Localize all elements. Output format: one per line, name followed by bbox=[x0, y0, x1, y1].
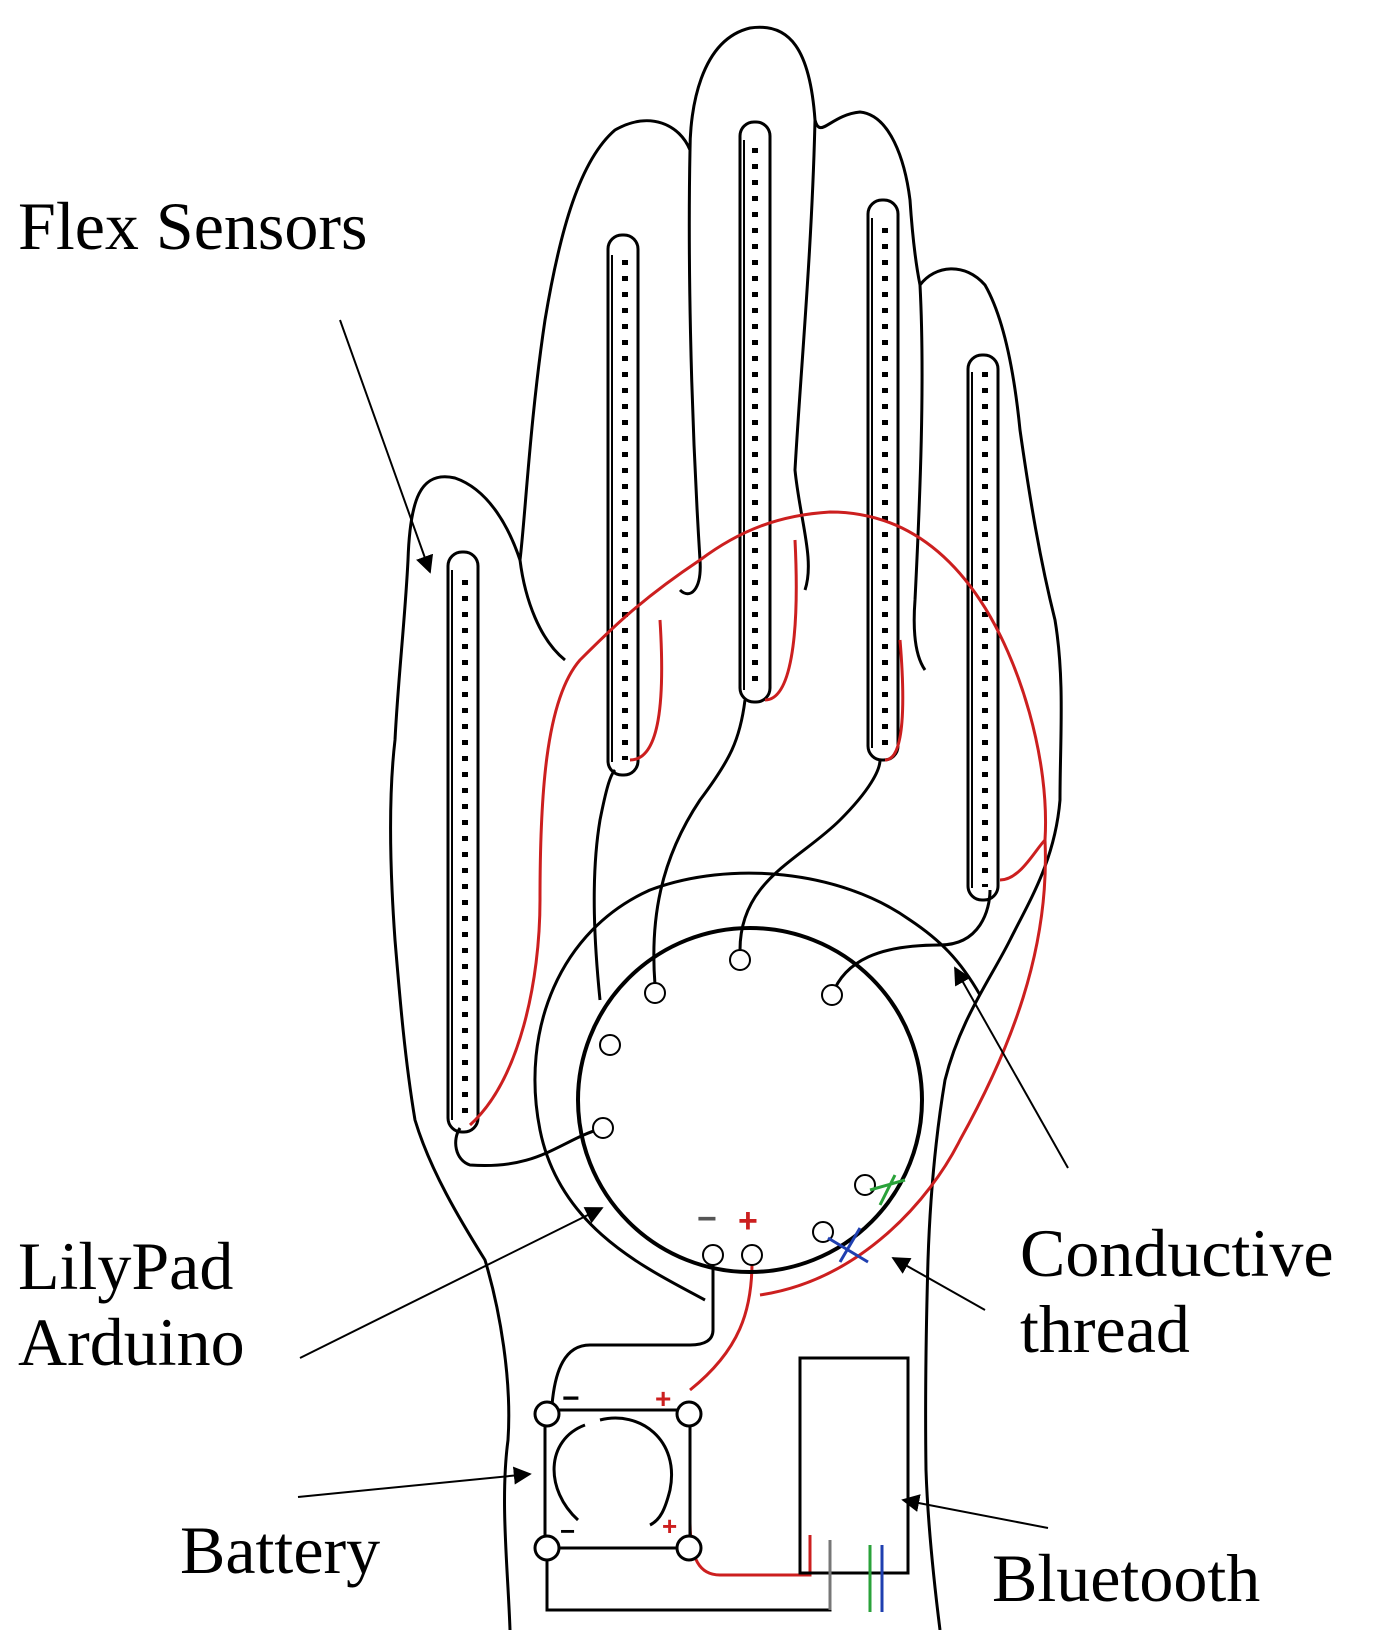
battery-top-plus: + bbox=[655, 1383, 671, 1414]
flex-sensors bbox=[446, 120, 1000, 1134]
flex-sensor-2 bbox=[606, 233, 640, 777]
tx-wire-mark bbox=[869, 1174, 906, 1206]
flex-sensor-3 bbox=[738, 120, 772, 704]
conductive-label-line1: Conductive bbox=[1020, 1215, 1334, 1291]
finger-gap-4 bbox=[912, 284, 927, 671]
lilypad-label-line2: Arduino bbox=[18, 1304, 245, 1381]
battery-bottom-minus: − bbox=[560, 1516, 575, 1546]
rx-wire-mark bbox=[827, 1227, 869, 1264]
conductive-thread-arrow-1 bbox=[954, 966, 1069, 1169]
conductive-thread-arrow-2 bbox=[891, 1257, 986, 1311]
glove-outline bbox=[388, 25, 1063, 1630]
flex-sensors-label: Flex Sensors bbox=[18, 188, 368, 264]
battery-top-minus: − bbox=[562, 1382, 580, 1415]
flex-sensor-4 bbox=[866, 198, 900, 762]
finger-gap-1 bbox=[518, 559, 566, 662]
board-minus-mark: − bbox=[697, 1200, 717, 1238]
bluetooth-board bbox=[798, 1356, 910, 1575]
lilypad-arrow bbox=[299, 1207, 604, 1359]
battery-holder: − + − + bbox=[533, 1265, 832, 1612]
board-plus-mark: + bbox=[738, 1202, 758, 1240]
flex-sensor-1 bbox=[446, 550, 480, 1134]
lilypad-pins bbox=[592, 949, 876, 1266]
conductive-thread-label: Conductive thread bbox=[1020, 1215, 1334, 1367]
battery-label: Battery bbox=[180, 1512, 381, 1588]
bluetooth-arrow bbox=[901, 1494, 1049, 1529]
lilypad-arduino: − + bbox=[533, 871, 982, 1302]
lilypad-label-line1: LilyPad bbox=[18, 1228, 234, 1304]
power-thread bbox=[468, 510, 1048, 1577]
battery-cell bbox=[552, 1416, 673, 1527]
flex-sensors-arrow bbox=[339, 319, 434, 574]
battery-bottom-plus: + bbox=[662, 1511, 677, 1541]
battery-frame bbox=[543, 1408, 692, 1550]
finger-gap-3 bbox=[793, 119, 817, 591]
battery-arrow bbox=[297, 1466, 532, 1498]
bluetooth-module bbox=[798, 1356, 910, 1612]
conductive-label-line2: thread bbox=[1020, 1291, 1190, 1368]
battery-to-board-wire bbox=[550, 1265, 715, 1406]
lilypad-board bbox=[576, 926, 924, 1274]
finger-gap-2 bbox=[678, 149, 702, 596]
lilypad-arduino-label: LilyPad Arduino bbox=[18, 1228, 245, 1380]
flex-sensor-5 bbox=[966, 353, 1000, 902]
bluetooth-label: Bluetooth bbox=[992, 1540, 1261, 1616]
leader-arrows bbox=[297, 319, 1069, 1529]
